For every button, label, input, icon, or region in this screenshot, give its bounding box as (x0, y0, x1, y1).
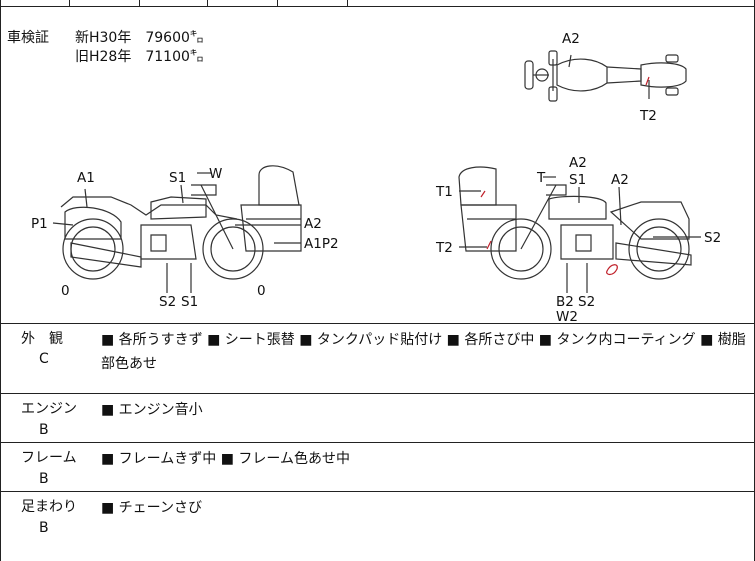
left-label-zero-front: 0 (61, 283, 70, 299)
left-label-s1-bottom: S1 (181, 294, 198, 310)
section-grade: B (39, 422, 49, 438)
section-label: エンジン (21, 401, 77, 417)
section-notes: ■ フレームきず中 ■ フレーム色あせ中 (101, 451, 350, 467)
right-label-s2: S2 (704, 230, 721, 246)
right-label-t2: T2 (435, 240, 453, 256)
right-side-view-motorcycle (458, 166, 692, 280)
section-frame: フレーム B ■ フレームきず中 ■ フレーム色あせ中 (1, 443, 754, 492)
left-label-s2: S2 (159, 294, 176, 310)
section-grade: C (39, 351, 49, 367)
section-engine: エンジン B ■ エンジン音小 (1, 394, 754, 443)
right-label-a2-top: A2 (569, 155, 587, 171)
inspection-old: 旧H28年 71100㌔ (75, 49, 204, 65)
motorcycle-diagrams: A2 T2 A1 S1 W P1 A2 A1P2 0 S2 S1 0 A2 T … (31, 31, 721, 323)
inspection-new: 新H30年 79600㌔ (75, 30, 204, 46)
left-label-zero-rear: 0 (257, 283, 266, 299)
right-label-t: T (536, 170, 546, 186)
left-label-p1: P1 (31, 216, 48, 232)
top-view-motorcycle (524, 50, 687, 102)
top-label-a2: A2 (562, 31, 580, 47)
section-notes: ■ エンジン音小 (101, 402, 203, 418)
right-label-b2: B2 (556, 294, 574, 310)
inspection-label: 車検証 (7, 30, 49, 46)
section-grade: B (39, 471, 49, 487)
right-label-s2-bottom: S2 (578, 294, 595, 310)
section-grade: B (39, 520, 49, 536)
section-label: 外 観 (21, 331, 63, 347)
left-label-w: W (209, 166, 222, 182)
left-label-a2: A2 (304, 216, 322, 232)
right-label-a2: A2 (611, 172, 629, 188)
right-label-t1: T1 (435, 184, 453, 200)
section-suspension: 足まわり B ■ チェーンさび (1, 492, 754, 561)
damage-diagram-area: 車検証 新H30年 79600㌔ 旧H28年 71100㌔ (1, 7, 754, 324)
section-label: フレーム (21, 450, 77, 466)
section-exterior: 外 観 C ■ 各所うすきず ■ シート張替 ■ タンクパッド貼付け ■ 各所さ… (1, 324, 754, 394)
top-table-strip (1, 0, 754, 7)
right-label-w2: W2 (556, 309, 578, 323)
left-label-a1: A1 (77, 170, 95, 186)
section-notes: ■ チェーンさび (101, 500, 202, 516)
section-label: 足まわり (21, 499, 77, 515)
left-label-s1: S1 (169, 170, 186, 186)
left-label-a1p2: A1P2 (304, 236, 339, 252)
right-label-s1: S1 (569, 172, 586, 188)
top-label-t2: T2 (639, 108, 657, 124)
section-notes: ■ 各所うすきず ■ シート張替 ■ タンクパッド貼付け ■ 各所さび中 ■ タ… (101, 332, 746, 372)
